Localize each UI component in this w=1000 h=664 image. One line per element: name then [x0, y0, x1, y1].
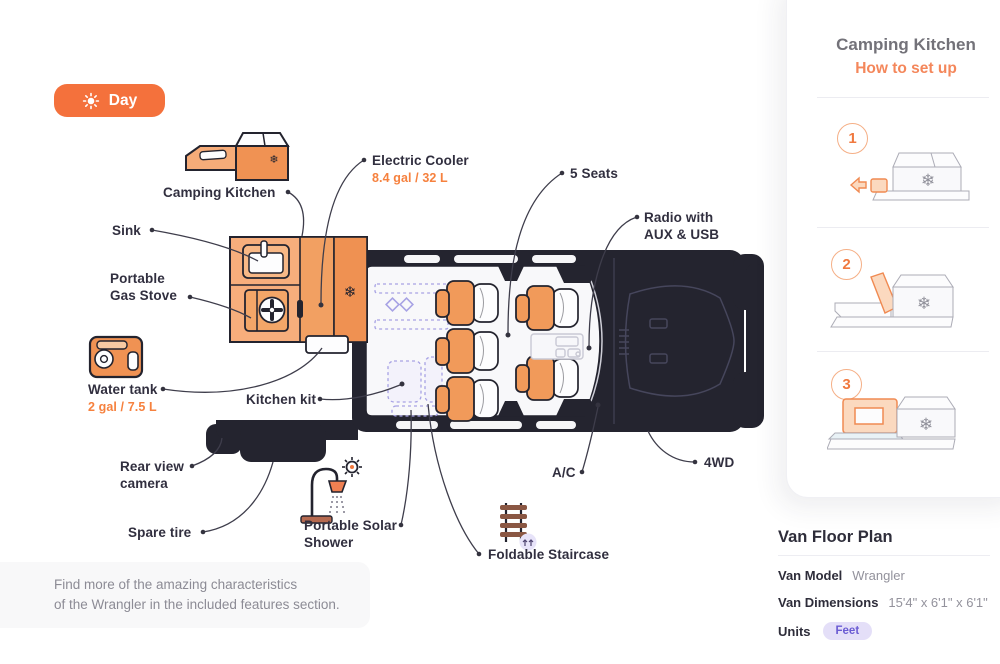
sink-unit	[242, 240, 290, 279]
note-line2: of the Wrangler in the included features…	[54, 597, 340, 612]
seat	[515, 285, 579, 331]
diamond-marks	[385, 297, 414, 312]
sink-label: Sink	[112, 223, 141, 238]
van-seats	[435, 280, 579, 422]
day-toggle-label: Day	[108, 91, 138, 109]
storage-dashed-areas	[374, 283, 449, 417]
day-toggle-button[interactable]: Day	[54, 84, 165, 117]
spare-tire-label: Spare tire	[128, 525, 192, 540]
divider	[778, 555, 990, 556]
kitchen-tray	[305, 335, 349, 354]
staircase-label: Foldable Staircase	[488, 547, 610, 562]
seat	[515, 355, 579, 401]
seat	[435, 376, 499, 422]
note-line1: Find more of the amazing characteristics	[54, 577, 298, 592]
leader-dots	[149, 157, 698, 557]
snowflake-icon: ❄	[269, 154, 278, 166]
water-tank-icon	[88, 335, 144, 379]
svg-text:❄: ❄	[917, 294, 931, 313]
svg-text:❄: ❄	[921, 171, 935, 190]
sun-icon	[82, 92, 99, 109]
five-seats-label: 5 Seats	[570, 166, 618, 181]
seat	[435, 328, 499, 374]
divider	[817, 351, 989, 352]
roof-rail-slots	[396, 255, 576, 429]
svg-text:❄: ❄	[919, 415, 933, 434]
divider	[817, 97, 989, 98]
floor-plan-section: Van Floor Plan Van Model Wrangler Van Di…	[778, 528, 1000, 640]
van-model-row: Van Model Wrangler	[778, 568, 905, 583]
leader-lines	[151, 159, 696, 555]
van-rear-bumper	[206, 420, 358, 462]
camping-kitchen-unit: ❄	[229, 236, 368, 354]
setup-panel: Camping Kitchen How to set up 1 ❄ 2 ❄ 3	[786, 0, 1000, 498]
step-2-icon: ❄	[830, 272, 954, 328]
van-dimensions-row: Van Dimensions 15'4" x 6'1" x 6'1"	[778, 595, 988, 610]
gas-stove-unit	[244, 289, 289, 332]
van-pillars	[498, 266, 600, 416]
divider	[817, 227, 989, 228]
solar-shower-icon	[300, 457, 362, 524]
van-hood	[613, 258, 735, 424]
kitchen-kit-label: Kitchen kit	[246, 392, 317, 407]
ac-label: A/C	[552, 465, 576, 480]
kitchen-handle	[297, 300, 303, 318]
step-3-icon: ❄	[827, 396, 956, 450]
camping-kitchen-icon: ❄	[185, 132, 290, 181]
staircase-icon	[500, 503, 537, 551]
step-2-number: 2	[831, 249, 862, 280]
step-1-number: 1	[837, 123, 868, 154]
fourwd-label: 4WD	[704, 455, 735, 470]
sun-rays	[342, 457, 362, 477]
floor-plan-title: Van Floor Plan	[778, 528, 893, 546]
snowflake-icon: ❄	[344, 284, 357, 301]
spray-dots	[329, 496, 345, 513]
step-3-number: 3	[831, 369, 862, 400]
seat	[435, 280, 499, 326]
units-badge[interactable]: Feet	[822, 622, 873, 640]
units-row: Units Feet	[778, 622, 1000, 640]
center-console	[530, 333, 584, 360]
step-1-icon: ❄	[849, 152, 970, 201]
setup-panel-subtitle: How to set up	[855, 60, 957, 77]
setup-panel-title: Camping Kitchen	[836, 35, 976, 54]
features-note: Find more of the amazing characteristics…	[0, 562, 370, 628]
camping-kitchen-label: Camping Kitchen	[163, 185, 276, 200]
